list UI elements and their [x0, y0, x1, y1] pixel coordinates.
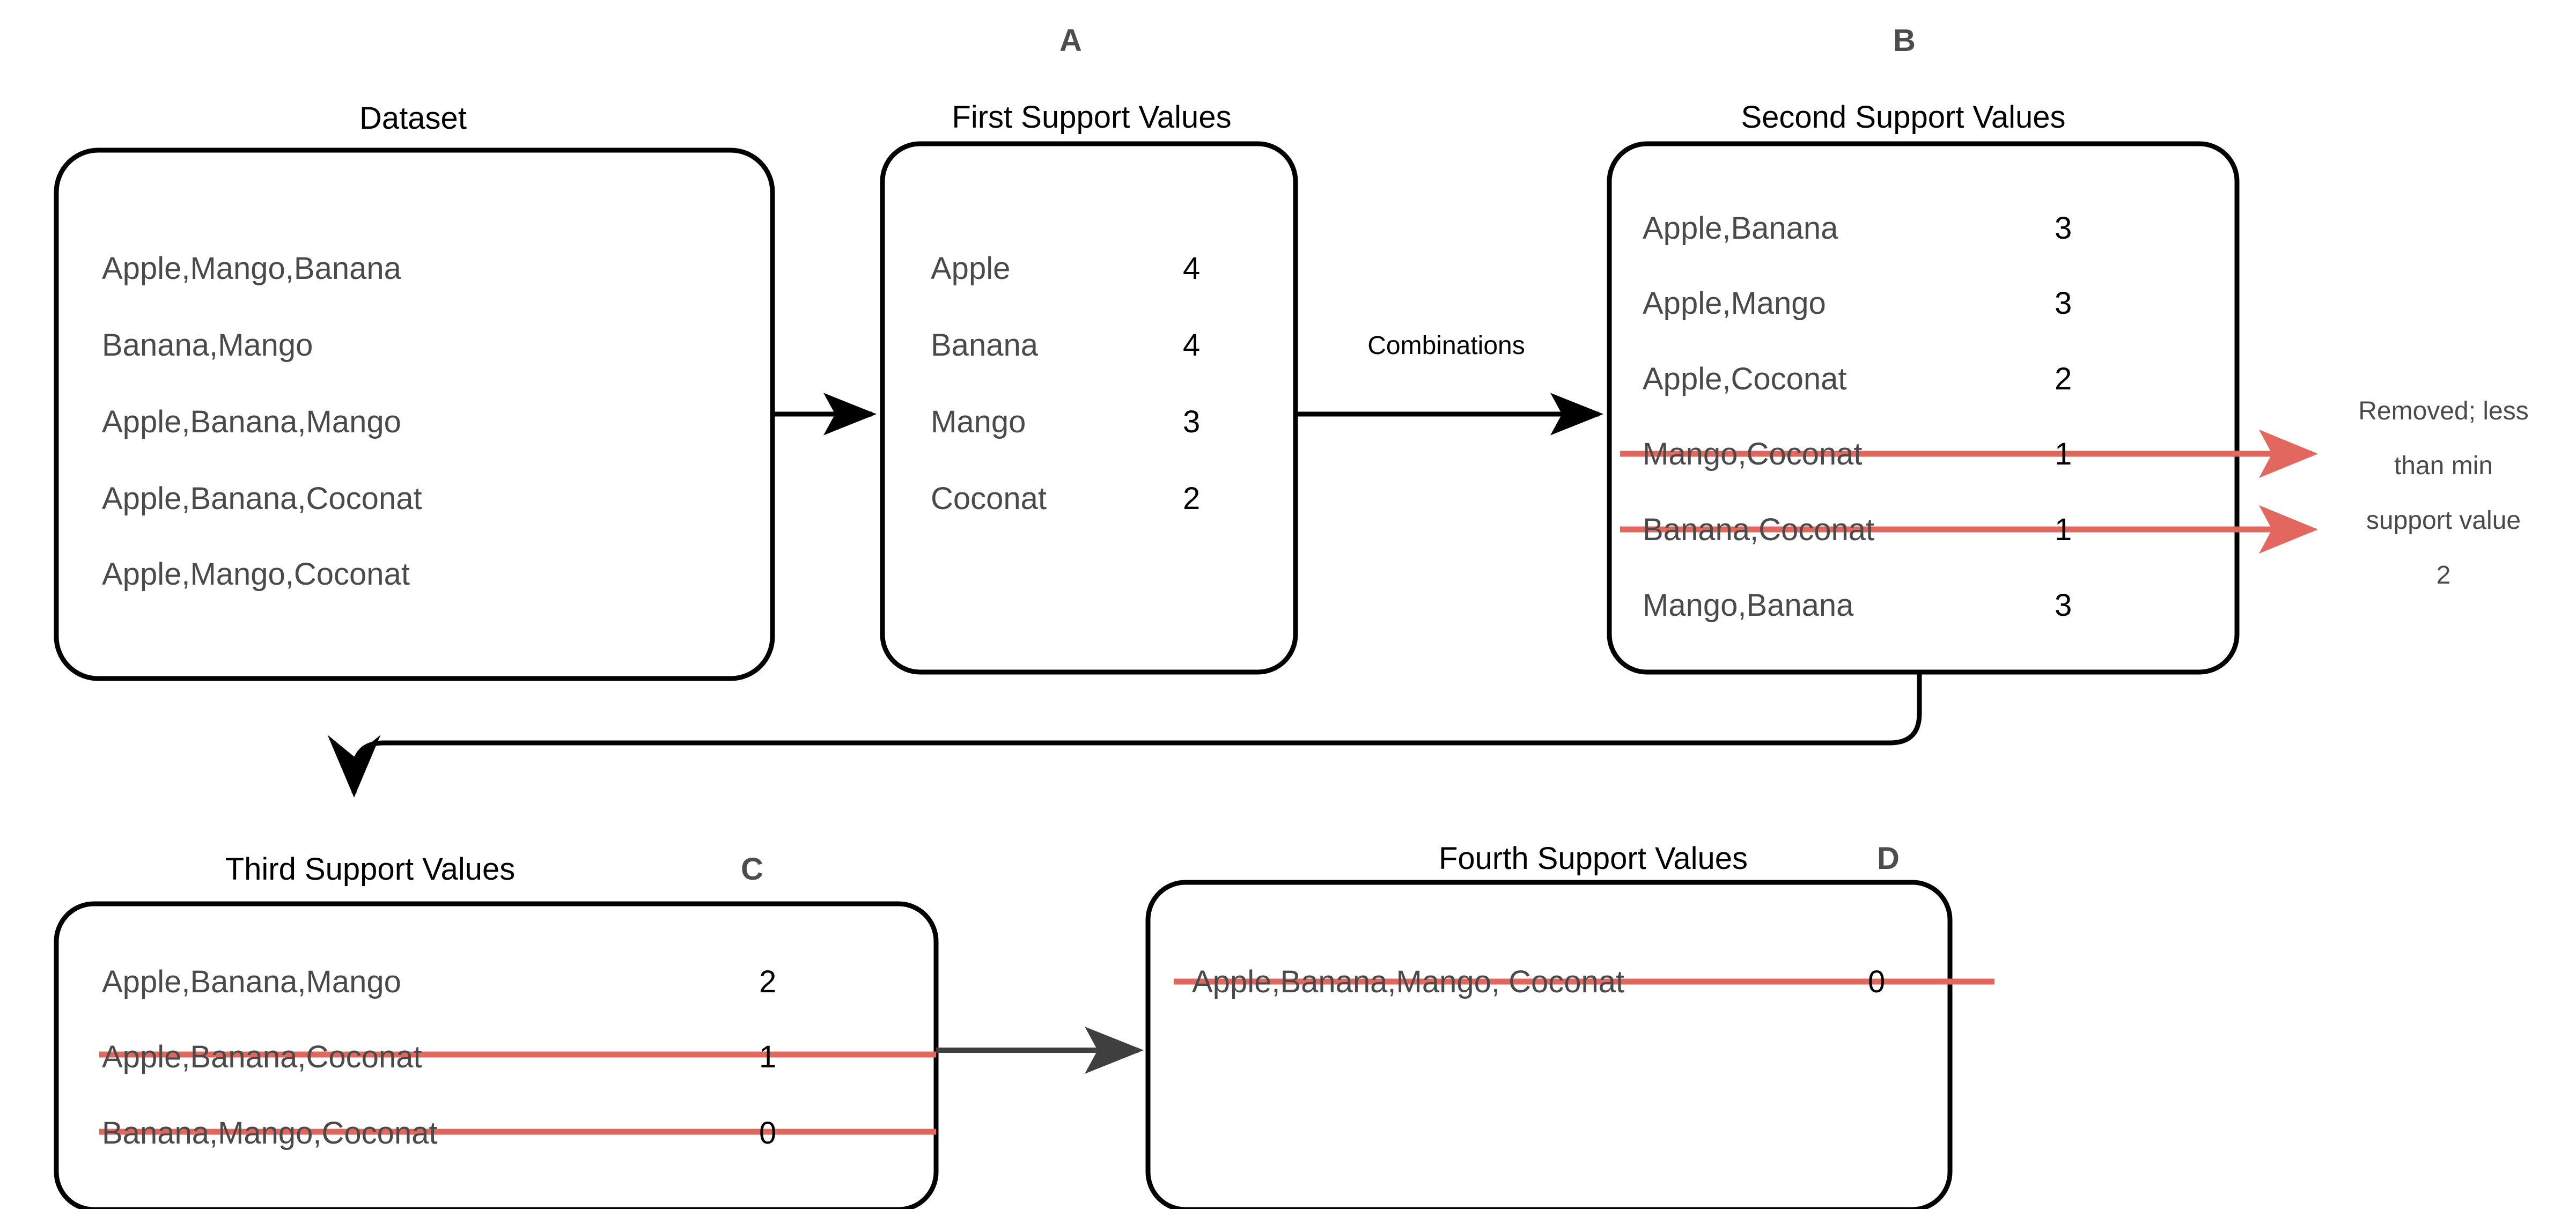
box-first-support-values	[880, 141, 1298, 675]
list-item: Apple,Mango	[1643, 286, 1826, 321]
list-item: Banana,Coconat	[1643, 512, 1874, 547]
list-item: Banana,Mango,Coconat	[102, 1116, 438, 1151]
list-item: Banana,Mango	[102, 328, 313, 363]
list-item-value: 3	[1183, 404, 1200, 439]
list-item-value: 2	[1183, 481, 1200, 516]
title-first-support-values: First Support Values	[952, 100, 1231, 135]
list-item-value: 0	[759, 1116, 776, 1151]
list-item: Apple,Banana,Coconat	[102, 1040, 422, 1074]
list-item: Apple,Banana,Mango	[102, 964, 401, 999]
list-item: Coconat	[931, 481, 1047, 516]
connector-b-to-c	[327, 673, 1922, 798]
letter-b: B	[1893, 23, 1916, 58]
box-second-support-values	[1607, 141, 2240, 675]
removed-note-line-2: than min	[2394, 452, 2493, 480]
list-item: Apple	[931, 251, 1010, 286]
list-item: Apple,Mango,Coconat	[102, 557, 410, 592]
list-item: Apple,Banana,Coconat	[102, 481, 422, 516]
list-item-value: 4	[1183, 251, 1200, 286]
title-dataset: Dataset	[359, 101, 467, 136]
removed-note-line-4: 2	[2437, 561, 2451, 589]
letter-a: A	[1059, 23, 1082, 58]
list-item-value: 2	[759, 964, 776, 999]
list-item-value: 4	[1183, 328, 1200, 363]
list-item: Apple,Mango,Banana	[102, 251, 402, 286]
list-item: Apple,Banana	[1643, 211, 1838, 246]
letter-c: C	[741, 852, 763, 887]
title-second-support-values: Second Support Values	[1741, 100, 2065, 135]
list-item-value: 1	[2055, 512, 2072, 547]
edge-label-combinations: Combinations	[1367, 331, 1525, 360]
list-item: Apple,Coconat	[1643, 362, 1846, 396]
removed-note-line-3: support value	[2366, 506, 2521, 535]
list-item-value: 3	[2055, 588, 2072, 623]
list-item-value: 3	[2055, 286, 2072, 321]
list-item-value: 2	[2055, 362, 2072, 396]
list-item: Apple,Banana,Mango, Coconat	[1192, 964, 1624, 999]
list-item: Mango,Coconat	[1643, 437, 1862, 471]
removed-note-line-1: Removed; less	[2358, 397, 2528, 425]
list-item: Mango,Banana	[1643, 588, 1854, 623]
list-item: Apple,Banana,Mango	[102, 404, 401, 439]
box-dataset	[54, 148, 775, 681]
title-third-support-values: Third Support Values	[225, 852, 516, 887]
list-item-value: 1	[759, 1040, 776, 1074]
letter-d: D	[1877, 841, 1900, 876]
list-item-value: 1	[2055, 437, 2072, 471]
list-item: Mango	[931, 404, 1026, 439]
title-fourth-support-values: Fourth Support Values	[1439, 841, 1748, 876]
list-item-value: 0	[1868, 964, 1885, 999]
list-item-value: 3	[2055, 211, 2072, 246]
box-fourth-support-values	[1145, 880, 1953, 1209]
list-item: Banana	[931, 328, 1039, 363]
